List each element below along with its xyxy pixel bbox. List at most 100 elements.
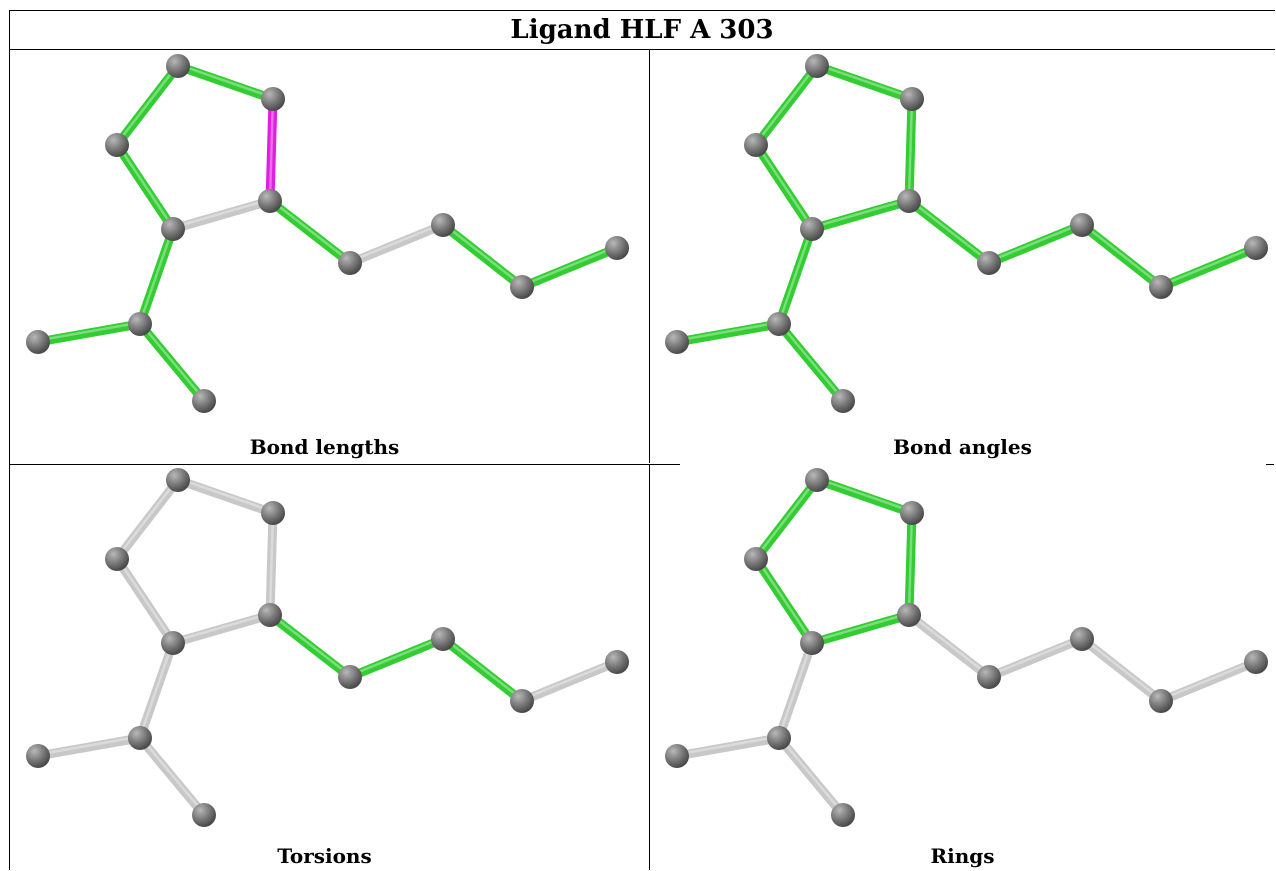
atom (166, 468, 190, 492)
atom (831, 803, 855, 827)
bond-highlight (777, 226, 814, 324)
atom (338, 251, 362, 275)
bond (112, 140, 178, 234)
atom (128, 726, 152, 750)
bond (1156, 657, 1261, 706)
bond (984, 634, 1087, 682)
atom (665, 744, 689, 768)
atom (1244, 650, 1268, 674)
atom (977, 665, 1001, 689)
bond-highlight (815, 477, 914, 513)
bond-highlight (36, 321, 142, 342)
bond-highlight (907, 510, 914, 615)
panel-torsions: Torsions (0, 414, 649, 871)
bond (345, 634, 448, 682)
bond-highlight (754, 142, 814, 229)
bond-highlight (115, 63, 180, 145)
bond (904, 508, 917, 620)
atom (805, 54, 829, 78)
molecule-diagram (26, 54, 629, 413)
bond-highlight (987, 636, 1084, 677)
bond (135, 319, 209, 406)
bond (438, 634, 527, 706)
atom (767, 312, 791, 336)
atom (105, 547, 129, 571)
bond-highlight (171, 198, 272, 229)
bond-highlight (171, 612, 272, 643)
atom (261, 501, 285, 525)
bond (112, 554, 178, 648)
atom (258, 603, 282, 627)
bond (751, 61, 822, 150)
atom (1070, 627, 1094, 651)
bond (1077, 634, 1166, 706)
bond-highlight (777, 640, 814, 738)
bond-highlight (907, 612, 991, 677)
bond (517, 243, 622, 292)
bond-highlight (1080, 636, 1163, 701)
bond-highlight (777, 321, 845, 401)
atom (338, 665, 362, 689)
bond-highlight (115, 477, 180, 559)
bond-highlight (754, 63, 819, 145)
atom (805, 468, 829, 492)
bond (135, 638, 178, 743)
bond-highlight (441, 636, 524, 701)
bond-highlight (815, 63, 914, 99)
bond (807, 610, 914, 648)
atom (431, 627, 455, 651)
bond-highlight (907, 96, 914, 201)
atom (744, 547, 768, 571)
row-divider-right (634, 464, 680, 465)
atom (831, 389, 855, 413)
atom (665, 330, 689, 354)
atom (1244, 236, 1268, 260)
atom (1070, 213, 1094, 237)
bond (33, 733, 145, 761)
bond-highlight (777, 735, 845, 815)
atom (510, 689, 534, 713)
bond (265, 508, 278, 620)
bond-highlight (441, 222, 524, 287)
column-divider-bottom (649, 465, 650, 870)
panel-bond-lengths: Bond lengths (0, 0, 649, 464)
atom (26, 744, 50, 768)
atom (900, 87, 924, 111)
atom (900, 501, 924, 525)
atom (161, 217, 185, 241)
atom (128, 312, 152, 336)
bond (672, 733, 784, 761)
bond (751, 140, 817, 234)
bond (135, 733, 209, 820)
bond (345, 220, 448, 268)
bond (904, 610, 994, 682)
bond (265, 196, 355, 268)
bond-highlight (907, 198, 991, 263)
bond (438, 220, 527, 292)
bond (904, 196, 994, 268)
molecule-diagram (665, 54, 1268, 413)
row-divider-left (9, 464, 649, 465)
atom (977, 251, 1001, 275)
bond-highlight (176, 477, 275, 513)
bond (984, 220, 1087, 268)
bond (112, 475, 183, 564)
bond (112, 61, 183, 150)
bond (168, 196, 275, 234)
bond (812, 61, 917, 104)
bond-highlight (675, 735, 781, 756)
bond-highlight (268, 612, 352, 677)
panel-caption: Bond angles (893, 435, 1032, 459)
panel-rings: Rings (639, 414, 1276, 871)
panel-caption: Rings (930, 844, 995, 868)
bond-highlight (36, 735, 142, 756)
bond-highlight (268, 510, 275, 615)
atom (105, 133, 129, 157)
table-frame (9, 10, 1275, 870)
atom (258, 189, 282, 213)
bond-highlight (138, 226, 175, 324)
atom (192, 803, 216, 827)
bond-highlight (268, 198, 352, 263)
atom (431, 213, 455, 237)
bond (1156, 243, 1261, 292)
